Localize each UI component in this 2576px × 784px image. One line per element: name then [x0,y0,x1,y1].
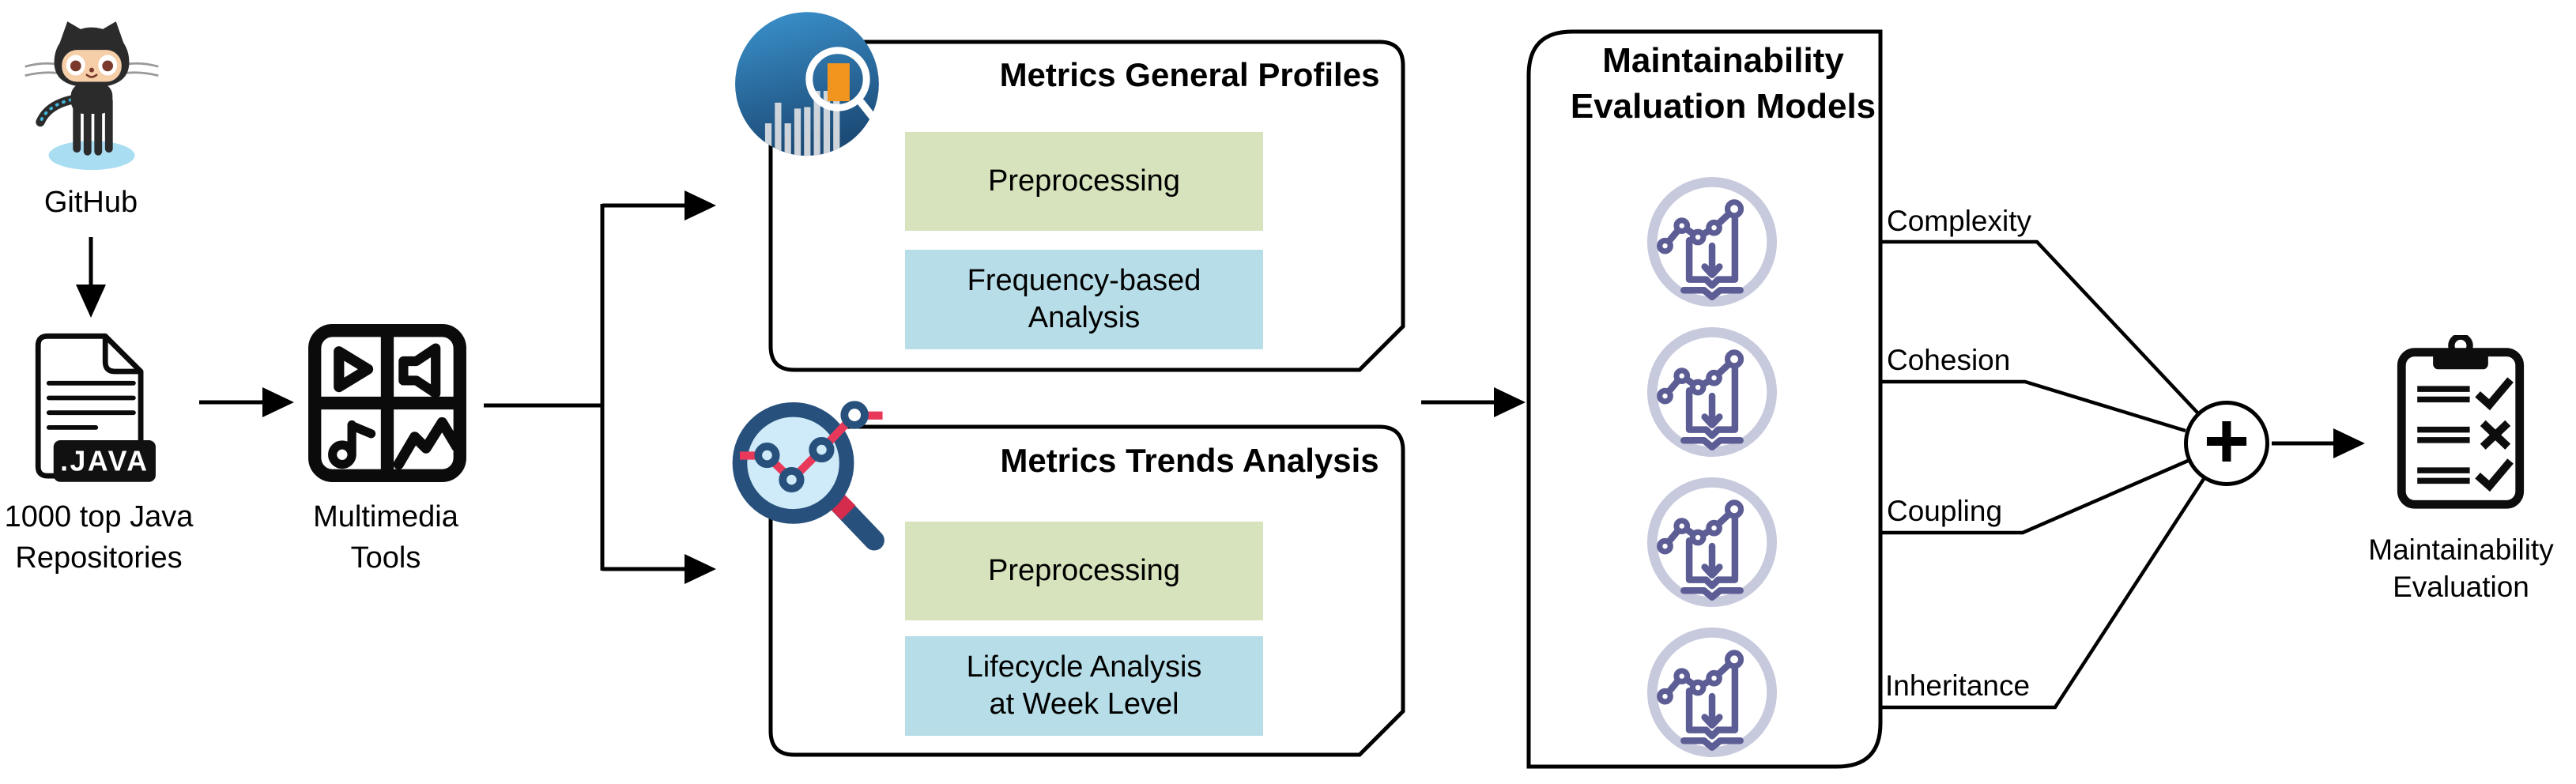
octocat-tail [36,95,76,127]
play-icon [334,346,374,393]
github-label-text: GitHub [43,186,138,219]
magnifier-ring [805,47,870,111]
connector-inheritance [1880,477,2205,710]
magnifier-handle [857,98,880,126]
models-box-title: Maintainability Evaluation Models [1557,38,1889,130]
arrowhead-branch-bottom [685,554,716,584]
profiles-icon-bars [764,89,840,156]
arrowhead-down [76,285,106,318]
octocat-legs [70,83,113,156]
image-mountains-icon [393,416,462,470]
connector-coupling [1880,458,2189,535]
repositories-label-line1: 1000 top Java [4,500,194,533]
clipboard-checklist-icon [2397,335,2525,509]
trends-preprocessing-step: Preprocessing [905,522,1263,620]
bar-chart-magnifier-icon [735,12,880,156]
chart-dots [1657,199,1744,254]
java-file-icon: .JAVA [35,333,156,482]
metric-label-cohesion: Cohesion [1887,344,2011,376]
speaker-icon [398,343,441,398]
music-note-icon [328,420,376,469]
trends-lifecycle-step: Lifecycle Analysis at Week Level [905,636,1263,736]
octocat-puddle [48,141,135,171]
document-text-lines [46,380,136,430]
cross-icon [2480,420,2511,450]
result-label-line2: Evaluation [2393,571,2529,603]
model-book-chart-icon [1646,477,1778,608]
github-label: GitHub [12,182,170,223]
multimedia-label: Multimedia Tools [291,496,481,579]
profiles-frequency-step: Frequency-based Analysis [905,250,1263,349]
clipboard-item-lines [2417,386,2470,484]
models-title-line2: Evaluation Models [1570,87,1876,126]
plus-symbol: + [2203,397,2250,485]
chart-dots [1657,650,1744,705]
trends-box-title: Metrics Trends Analysis [1000,442,1379,479]
chart-dots [1657,349,1744,405]
trends-chart-dots [754,401,869,493]
result-label: Maintainability Evaluation [2368,531,2554,605]
metric-label-inheritance: Inheritance [1885,669,2031,702]
multimedia-grid-icon [308,324,466,482]
arrowhead-models [1494,387,1526,417]
document-fold [102,336,141,375]
model-book-chart-icon [1646,627,1778,758]
result-label-line1: Maintainability [2368,533,2554,566]
multimedia-label-line1: Multimedia [313,500,458,533]
repositories-label-line2: Repositories [15,541,183,575]
models-title-line1: Maintainability [1602,41,1844,80]
java-badge-text: .JAVA [60,445,149,477]
connector-complexity [1880,239,2199,414]
arrowhead-result [2333,428,2365,458]
line-chart-magnifier-icon [732,401,884,551]
trends-lens [732,401,854,524]
check-icon [2475,458,2514,492]
branch-lines [484,203,685,571]
profiles-box-title: Metrics General Profiles [999,56,1380,93]
multimedia-label-line2: Tools [350,541,421,575]
chart-dots [1657,499,1744,555]
profiles-icon-highlight-bar [827,63,850,102]
arrowhead-branch-top [685,190,716,220]
clipboard-clip [2433,348,2488,370]
model-book-chart-icon [1646,176,1778,307]
metric-label-coupling: Coupling [1887,495,2003,527]
book-chart-glyph [1661,656,1744,751]
github-octocat-icon [25,21,159,171]
arrowhead-java-tools [262,387,294,417]
sum-node: + [2184,401,2269,486]
check-icon [2475,377,2514,411]
octocat-eyes [66,55,118,78]
connector-cohesion [1880,379,2186,433]
profiles-preprocessing-step: Preprocessing [905,132,1263,231]
model-book-chart-icon [1646,326,1778,458]
repositories-label: 1000 top Java Repositories [0,496,198,579]
java-badge [53,440,156,482]
metric-label-complexity: Complexity [1887,205,2031,237]
multimedia-dividers [315,330,460,476]
